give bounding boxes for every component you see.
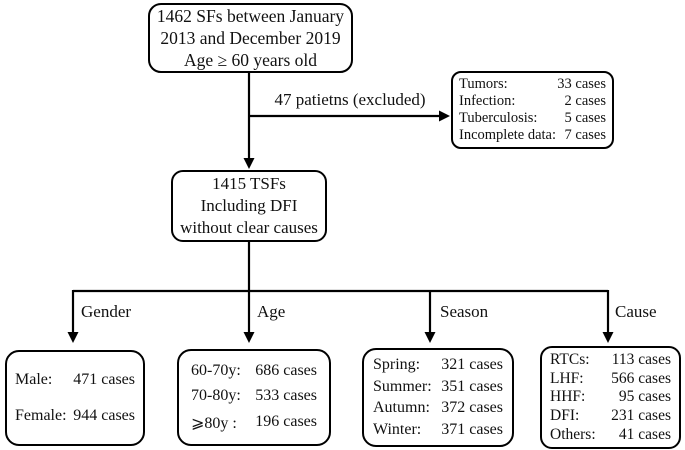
branch-label-gender: Gender [81, 302, 132, 321]
arrowhead-right-excluded [439, 110, 450, 122]
cause-row-value: 41 cases [618, 425, 671, 443]
cause-row-others: Others: 41 cases [550, 426, 671, 444]
cause-stats-box: RTCs: 113 cases LHF: 566 cases HHF: 95 c… [540, 346, 681, 449]
excluded-row-tumors: Tumors: 33 cases [459, 76, 606, 93]
cause-row-value: 231 cases [611, 407, 671, 425]
initial-cohort-line-1: 1462 SFs between January [156, 6, 345, 26]
arrowhead-down-age [243, 332, 255, 343]
age-row-80-plus: ⩾80y : 196 cases [191, 413, 317, 433]
cause-row-dfi: DFI: 231 cases [550, 407, 671, 425]
age-row-60-70: 60-70y: 686 cases [191, 362, 317, 380]
age-stats-box: 60-70y: 686 cases 70-80y: 533 cases ⩾80y… [177, 349, 331, 446]
cause-row-label: HHF: [550, 388, 586, 406]
initial-cohort-line-3: Age ≥ 60 years old [183, 50, 318, 70]
excluded-row-tuberculosis: Tuberculosis: 5 cases [459, 110, 606, 127]
age-row-value: 533 cases [255, 387, 317, 405]
excluded-row-label: Tuberculosis: [459, 110, 538, 126]
season-row-label: Summer: [373, 377, 432, 395]
gender-row-female: Female: 944 cases [15, 407, 135, 425]
excluded-row-incomplete-data: Incomplete data: 7 cases [459, 127, 606, 144]
season-row-winter: Winter: 371 cases [373, 421, 503, 439]
season-row-value: 321 cases [441, 355, 503, 373]
gender-row-value: 471 cases [73, 371, 135, 388]
arrowhead-down-cause [602, 332, 614, 343]
cause-row-rtcs: RTCs: 113 cases [550, 351, 671, 369]
cause-row-label: RTCs: [550, 351, 590, 369]
arrowhead-down-gender [67, 332, 79, 343]
age-row-label: 60-70y: [191, 361, 241, 379]
cause-row-value: 566 cases [611, 369, 671, 387]
branch-label-season: Season [440, 302, 489, 321]
age-row-70-80: 70-80y: 533 cases [191, 387, 317, 405]
arrowhead-down-middle [243, 158, 255, 169]
excluded-row-infection: Infection: 2 cases [459, 93, 606, 110]
season-row-label: Autumn: [373, 399, 430, 417]
age-row-label: ⩾80y : [191, 415, 237, 433]
excluded-row-label: Tumors: [459, 76, 508, 92]
excluded-row-value: 7 cases [564, 127, 606, 143]
excluded-row-label: Incomplete data: [459, 127, 557, 143]
excluded-row-label: Infection: [459, 93, 516, 109]
cause-row-lhf: LHF: 566 cases [550, 370, 671, 388]
season-row-autumn: Autumn: 372 cases [373, 399, 503, 417]
excluded-arrow-label: 47 patietns (excluded) [274, 90, 426, 109]
excluded-row-value: 2 cases [564, 93, 606, 109]
tsf-cohort-box: 1415 TSFs Including DFI without clear ca… [171, 170, 327, 242]
gender-row-label: Female: [15, 407, 67, 424]
branch-label-cause: Cause [615, 302, 657, 321]
gender-row-male: Male: 471 cases [15, 371, 135, 389]
tsf-cohort-line-3: without clear causes [180, 218, 318, 237]
age-row-label: 70-80y: [191, 387, 241, 405]
excluded-reasons-box: Tumors: 33 cases Infection: 2 cases Tube… [451, 71, 614, 149]
excluded-row-value: 33 cases [557, 76, 606, 92]
tsf-cohort-line-1: 1415 TSFs [212, 174, 286, 193]
cause-row-hhf: HHF: 95 cases [550, 388, 671, 406]
tsf-cohort-line-2: Including DFI [200, 196, 298, 215]
cause-row-label: DFI: [550, 407, 580, 425]
season-row-spring: Spring: 321 cases [373, 356, 503, 374]
initial-cohort-box: 1462 SFs between January 2013 and Decemb… [148, 3, 353, 73]
cause-row-label: Others: [550, 425, 596, 443]
initial-cohort-line-2: 2013 and December 2019 [160, 28, 341, 48]
season-stats-box: Spring: 321 cases Summer: 351 cases Autu… [362, 348, 514, 447]
excluded-row-value: 5 cases [564, 110, 606, 126]
season-row-summer: Summer: 351 cases [373, 378, 503, 396]
cause-row-value: 113 cases [611, 351, 671, 369]
gender-row-value: 944 cases [73, 407, 135, 424]
age-row-value: 686 cases [255, 361, 317, 379]
season-row-label: Spring: [373, 355, 421, 373]
cause-row-value: 95 cases [618, 388, 671, 406]
age-row-value: 196 cases [255, 413, 317, 431]
season-row-value: 371 cases [441, 421, 503, 439]
cause-row-label: LHF: [550, 369, 584, 387]
gender-stats-box: Male: 471 cases Female: 944 cases [5, 350, 145, 446]
gender-row-label: Male: [15, 371, 53, 388]
season-row-label: Winter: [373, 421, 422, 439]
season-row-value: 351 cases [441, 377, 503, 395]
arrowhead-down-season [424, 332, 436, 343]
branch-label-age: Age [257, 302, 286, 321]
season-row-value: 372 cases [441, 399, 503, 417]
